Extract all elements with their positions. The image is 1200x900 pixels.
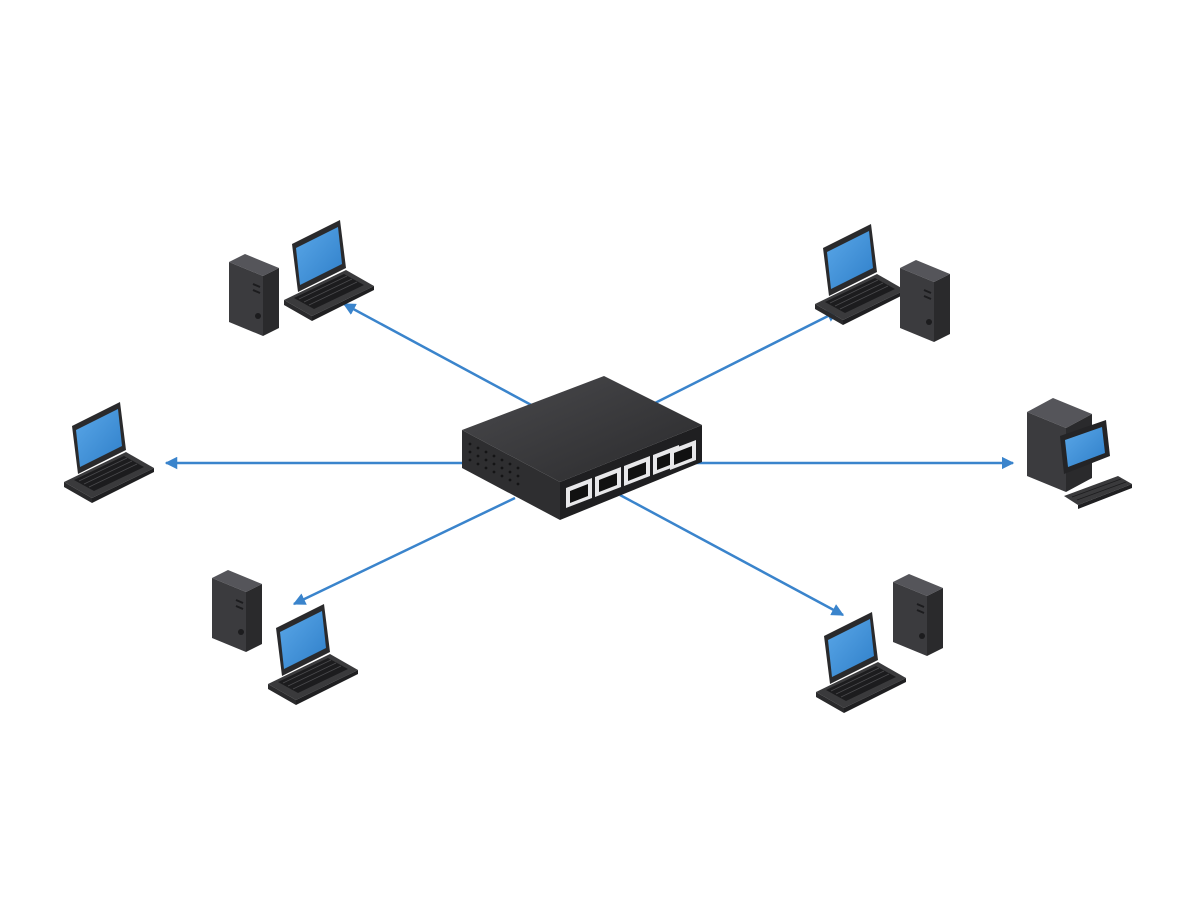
tower-computer-icon [899,259,951,343]
node-left [63,401,155,504]
tower-computer-icon [892,573,944,657]
laptop-icon [283,219,375,322]
link-top-right [654,309,840,405]
node-bottom-right [815,573,944,714]
laptop-icon [815,611,907,714]
link-top-left [342,302,536,409]
tower-computer-icon [211,569,263,653]
link-bottom-left [292,496,516,606]
connection-lines [164,302,1015,617]
laptop-icon [267,603,359,706]
network-switch-icon [462,376,702,520]
link-bottom-right [619,493,845,617]
switch-ports [566,440,696,508]
node-top-left [228,219,375,337]
desktop-computer-icon [1027,398,1110,492]
node-bottom-left [211,569,359,706]
node-right [1027,398,1132,509]
laptop-icon [814,223,906,326]
keyboard-icon [1064,476,1132,509]
laptop-icon [63,401,155,504]
node-top-right [814,223,951,343]
tower-computer-icon [228,253,280,337]
